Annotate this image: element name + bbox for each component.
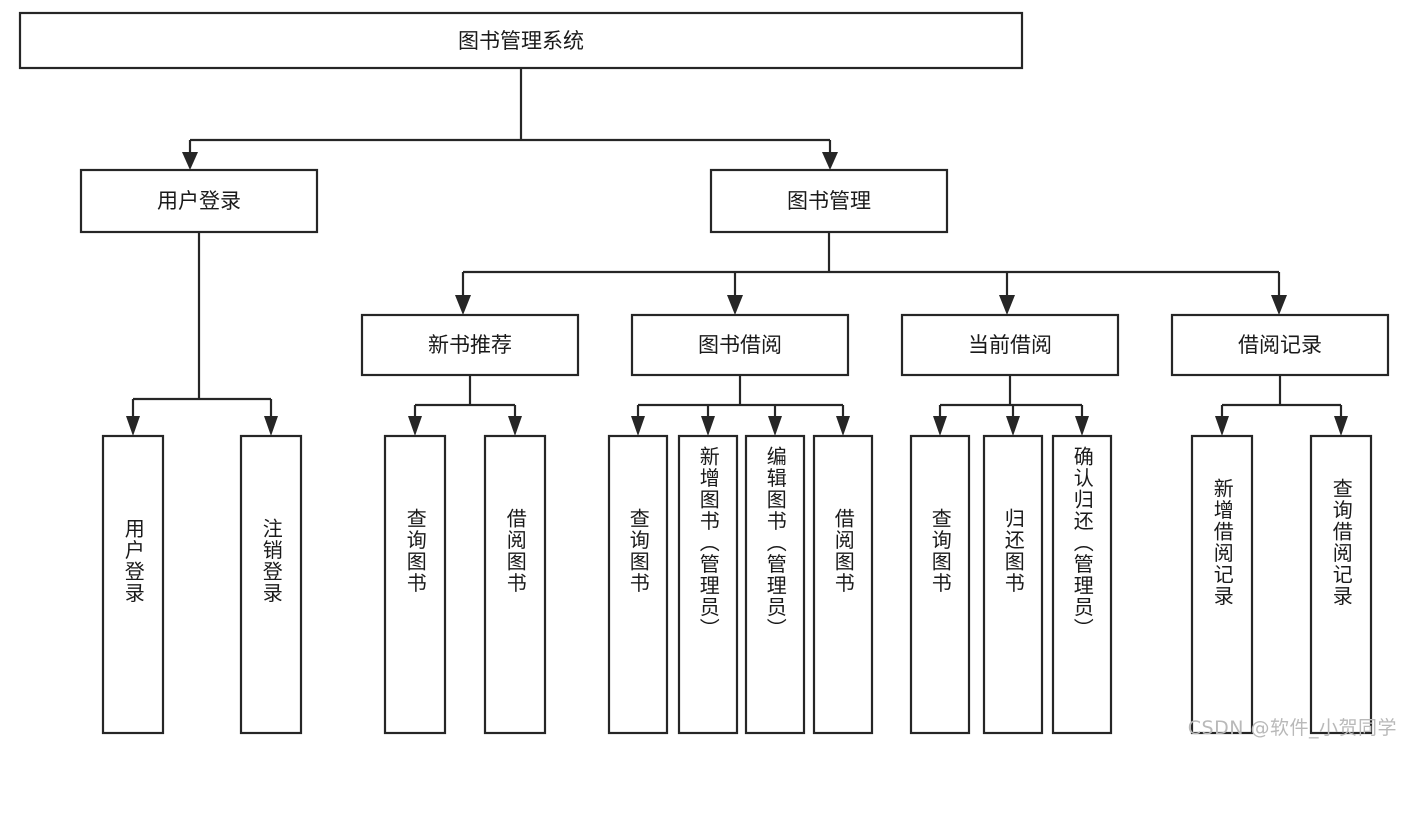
arrow-head-leaf-confirm-return [1075,416,1089,436]
node-book-borrow-label: 图书借阅 [698,333,782,357]
arrow-head-new-book-recommend [455,295,471,315]
node-leaf-query-book-3-box[interactable] [909,434,971,735]
node-leaf-add-book-box[interactable] [677,434,739,735]
node-new-book-recommend-label: 新书推荐 [428,333,512,357]
arrow-head-leaf-add-record [1215,416,1229,436]
arrow-head-leaf-borrow-book-1 [508,416,522,436]
node-leaf-confirm-return-box[interactable] [1051,434,1113,735]
node-leaf-logout-login-box[interactable] [239,434,303,735]
arrow-head-leaf-borrow-book-2 [836,416,850,436]
node-user-login[interactable]: 用户登录 [79,168,319,234]
node-borrow-record-box[interactable] [1170,313,1390,377]
diagram-svg: 图书管理系统 用户登录 图书管理 新书推荐 图书借阅 当前借阅 借阅记录 [18,11,1390,735]
node-leaf-add-record-box[interactable] [1190,434,1254,735]
arrow-head-user-login [182,152,198,170]
node-user-login-box[interactable] [79,168,319,234]
node-leaf-return-book-box[interactable] [982,434,1044,735]
node-root-label: 图书管理系统 [458,29,584,53]
node-new-book-recommend[interactable]: 新书推荐 [360,313,580,377]
arrow-head-leaf-edit-book [768,416,782,436]
arrow-head-leaf-add-book [701,416,715,436]
node-current-borrow-box[interactable] [900,313,1120,377]
node-new-book-recommend-box[interactable] [360,313,580,377]
connector-group [126,68,1348,436]
arrow-head-borrow-record [1271,295,1287,315]
node-leaf-query-book-1-box[interactable] [383,434,447,735]
arrow-head-leaf-logout-login [264,416,278,436]
arrow-head-leaf-return-book [1006,416,1020,436]
node-leaf-edit-book-box[interactable] [744,434,806,735]
arrow-head-current-borrow [999,295,1015,315]
node-book-borrow-box[interactable] [630,313,850,377]
node-leaf-borrow-book-2-box[interactable] [812,434,874,735]
node-book-manage-label: 图书管理 [787,189,871,213]
node-user-login-label: 用户登录 [157,189,241,213]
node-root-box[interactable] [18,11,1024,70]
node-leaf-query-book-2-box[interactable] [607,434,669,735]
node-current-borrow[interactable]: 当前借阅 [900,313,1120,377]
leaf-node-group [101,434,1373,735]
node-leaf-query-record-box[interactable] [1309,434,1373,735]
node-leaf-user-login-box[interactable] [101,434,165,735]
node-book-manage[interactable]: 图书管理 [709,168,949,234]
node-leaf-borrow-book-1-box[interactable] [483,434,547,735]
arrow-head-leaf-user-login [126,416,140,436]
arrow-head-book-borrow [727,295,743,315]
node-book-borrow[interactable]: 图书借阅 [630,313,850,377]
node-current-borrow-label: 当前借阅 [968,333,1052,357]
arrow-head-leaf-query-book-1 [408,416,422,436]
arrow-head-leaf-query-book-2 [631,416,645,436]
arrow-head-leaf-query-book-3 [933,416,947,436]
flowchart-canvas: 图书管理系统 用户登录 图书管理 新书推荐 图书借阅 当前借阅 借阅记录 [18,11,1397,739]
node-book-manage-box[interactable] [709,168,949,234]
watermark-text: CSDN @软件_小贺同学 [1187,717,1397,739]
node-root[interactable]: 图书管理系统 [18,11,1024,70]
node-borrow-record-label: 借阅记录 [1238,333,1322,357]
arrow-head-leaf-query-record [1334,416,1348,436]
node-borrow-record[interactable]: 借阅记录 [1170,313,1390,377]
arrow-head-book-manage [822,152,838,170]
